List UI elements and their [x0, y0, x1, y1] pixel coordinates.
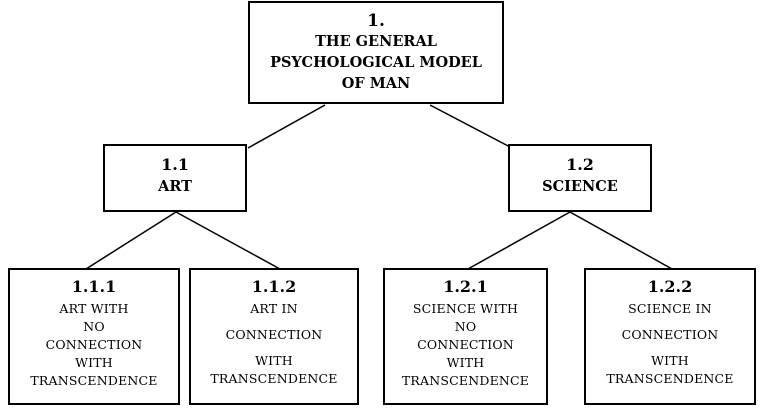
node-label-line: PSYCHOLOGICAL MODEL — [270, 54, 482, 71]
connector-art-to-art-no — [85, 211, 177, 270]
node-art-in-transcendence: 1.1.2 ART IN CONNECTION WITH TRANSCENDEN… — [189, 268, 359, 405]
node-number: 1. — [367, 11, 385, 31]
node-label-line: ART WITH — [59, 301, 129, 316]
node-label: SCIENCE — [542, 178, 618, 195]
connector-art-to-art-in — [175, 211, 281, 270]
node-number: 1.2.1 — [443, 277, 488, 296]
node-label: ART — [158, 178, 192, 195]
node-label-line: SCIENCE IN — [628, 301, 712, 316]
node-label-line: NO — [83, 319, 105, 334]
node-art-no-transcendence: 1.1.1 ART WITH NO CONNECTION WITH TRANSC… — [8, 268, 180, 405]
node-label-line: CONNECTION — [621, 327, 719, 342]
node-label-line: CONNECTION — [417, 337, 514, 352]
node-number: 1.1 — [161, 155, 189, 174]
node-label-line: TRANSCENDENCE — [606, 371, 734, 386]
node-label-line: CONNECTION — [45, 337, 143, 352]
node-science-in-transcendence: 1.2.2 SCIENCE IN CONNECTION WITH TRANSCE… — [584, 268, 756, 405]
connector-root-to-art — [247, 104, 326, 149]
node-label-line: NO — [454, 319, 477, 334]
node-number: 1.2 — [566, 155, 594, 174]
node-number: 1.1.1 — [71, 277, 117, 296]
node-label-line: THE GENERAL — [315, 33, 437, 50]
node-label-line: ART IN — [250, 301, 298, 316]
node-label-line: OF MAN — [341, 75, 411, 92]
node-label-line: WITH — [446, 355, 485, 370]
node-label-line: SCIENCE WITH — [412, 301, 519, 316]
connector-science-to-science-no — [467, 211, 571, 270]
node-label-line: TRANSCENDENCE — [401, 373, 530, 388]
node-general-model: 1. THE GENERAL PSYCHOLOGICAL MODEL OF MA… — [248, 1, 504, 104]
node-number: 1.2.2 — [647, 277, 693, 296]
node-science: 1.2 SCIENCE — [508, 144, 652, 212]
node-label-line: TRANSCENDENCE — [210, 371, 338, 386]
node-label-line: WITH — [255, 353, 293, 368]
node-label-line: WITH — [651, 353, 689, 368]
node-label-line: CONNECTION — [225, 327, 323, 342]
node-art: 1.1 ART — [103, 144, 247, 212]
node-science-no-transcendence: 1.2.1 SCIENCE WITH NO CONNECTION WITH TR… — [383, 268, 548, 405]
node-number: 1.1.2 — [251, 277, 297, 296]
node-label-line: TRANSCENDENCE — [30, 373, 158, 388]
connector-science-to-science-in — [569, 211, 673, 270]
node-label-line: WITH — [75, 355, 113, 370]
connector-root-to-science — [429, 104, 513, 149]
